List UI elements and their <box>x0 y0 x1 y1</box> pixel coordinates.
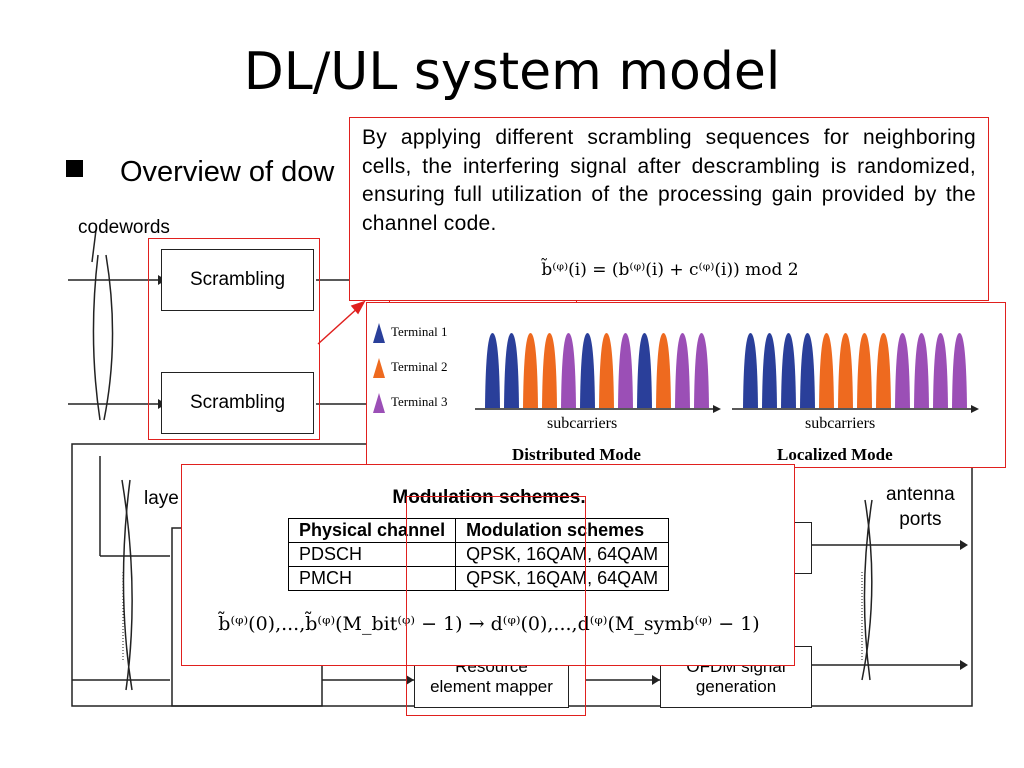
cell-schemes: QPSK, 16QAM, 64QAM <box>455 542 670 567</box>
terminal-3-label: Terminal 3 <box>391 393 448 409</box>
modulation-callout: Modulation schemes. Physical channel Mod… <box>181 464 795 666</box>
localized-subcarrier-terminal-2 <box>819 333 834 408</box>
localized-mode-label: Localized Mode <box>777 445 893 464</box>
terminal-3-swatch <box>373 393 385 413</box>
table-row: PMCH QPSK, 16QAM, 64QAM <box>287 566 670 591</box>
codewords-label: codewords <box>78 217 170 238</box>
cell-schemes: QPSK, 16QAM, 64QAM <box>455 566 670 591</box>
distributed-subcarriers <box>485 333 709 408</box>
formula-arrow: → <box>468 613 491 635</box>
legend-terminal-2: Terminal 2 <box>373 358 448 378</box>
localized-axis-arrow <box>971 405 979 413</box>
subcarrier-plot <box>475 333 979 413</box>
terminal-2-label: Terminal 2 <box>391 358 448 374</box>
distributed-subcarrier-terminal-3 <box>618 333 633 408</box>
scrambling-block-1: Scrambling <box>161 249 314 311</box>
distributed-subcarrier-terminal-2 <box>542 333 557 408</box>
localized-subcarrier-terminal-1 <box>800 333 815 408</box>
subcarrier-allocation-figure: Terminal 1 Terminal 2 Terminal 3 subcarr… <box>366 302 1006 468</box>
distributed-axis-arrow <box>713 405 721 413</box>
distributed-subcarrier-terminal-3 <box>561 333 576 408</box>
localized-subcarrier-terminal-3 <box>914 333 929 408</box>
header-physical-channel: Physical channel <box>287 518 457 543</box>
distributed-axis-label: subcarriers <box>547 415 618 432</box>
modulation-mapper-highlight <box>406 496 586 716</box>
antenna-ports-label: antenna ports <box>886 484 955 530</box>
distributed-subcarrier-terminal-3 <box>694 333 709 408</box>
distributed-subcarrier-terminal-1 <box>580 333 595 408</box>
scrambling-formula: b̃⁽ᵠ⁾(i) = (b⁽ᵠ⁾(i) + c⁽ᵠ⁾(i)) mod 2 <box>541 260 799 280</box>
terminal-2-swatch <box>373 358 385 378</box>
scrambling-block-2: Scrambling <box>161 372 314 434</box>
distributed-subcarrier-terminal-1 <box>485 333 500 408</box>
localized-axis-label: subcarriers <box>805 415 876 432</box>
callout-text: By applying different scrambling sequenc… <box>362 126 976 235</box>
distributed-subcarrier-terminal-3 <box>675 333 690 408</box>
bullet-text: Overview of dow <box>120 156 335 188</box>
localized-subcarriers <box>743 333 967 408</box>
legend-terminal-3: Terminal 3 <box>373 393 448 413</box>
table-row: PDSCH QPSK, 16QAM, 64QAM <box>287 542 670 567</box>
bullet-marker <box>66 160 83 177</box>
distributed-subcarrier-terminal-1 <box>637 333 652 408</box>
cell-channel: PMCH <box>287 566 457 591</box>
scrambling-highlight <box>148 238 320 440</box>
localized-subcarrier-terminal-2 <box>876 333 891 408</box>
localized-subcarrier-terminal-3 <box>933 333 948 408</box>
localized-subcarrier-terminal-3 <box>952 333 967 408</box>
localized-subcarrier-terminal-3 <box>895 333 910 408</box>
modulation-table: Physical channel Modulation schemes PDSC… <box>287 518 670 591</box>
layers-label: laye <box>144 488 179 509</box>
distributed-subcarrier-terminal-2 <box>523 333 538 408</box>
localized-subcarrier-terminal-1 <box>781 333 796 408</box>
modulation-title: Modulation schemes. <box>392 487 586 508</box>
localized-subcarrier-terminal-1 <box>743 333 758 408</box>
localized-subcarrier-terminal-2 <box>857 333 872 408</box>
slide-title: DL/UL system model <box>243 42 781 102</box>
modulation-formula: b̃⁽ᵠ⁾(0),...,b̃⁽ᵠ⁾(M_bit⁽ᵠ⁾ − 1) → d⁽ᵠ⁾(… <box>182 613 796 635</box>
terminal-1-label: Terminal 1 <box>391 323 448 339</box>
formula-output-symbols: d⁽ᵠ⁾(0),...,d⁽ᵠ⁾(M_symb⁽ᵠ⁾ − 1) <box>490 613 760 635</box>
distributed-subcarrier-terminal-1 <box>504 333 519 408</box>
scrambling-callout: By applying different scrambling sequenc… <box>349 117 989 301</box>
localized-subcarrier-terminal-2 <box>838 333 853 408</box>
distributed-subcarrier-terminal-2 <box>599 333 614 408</box>
localized-subcarrier-terminal-1 <box>762 333 777 408</box>
cell-channel: PDSCH <box>287 542 457 567</box>
legend-terminal-1: Terminal 1 <box>373 323 448 343</box>
formula-input-bits: b̃⁽ᵠ⁾(0),...,b̃⁽ᵠ⁾(M_bit⁽ᵠ⁾ − 1) <box>218 613 463 635</box>
terminal-1-swatch <box>373 323 385 343</box>
distributed-subcarrier-terminal-2 <box>656 333 671 408</box>
distributed-mode-label: Distributed Mode <box>512 445 641 464</box>
